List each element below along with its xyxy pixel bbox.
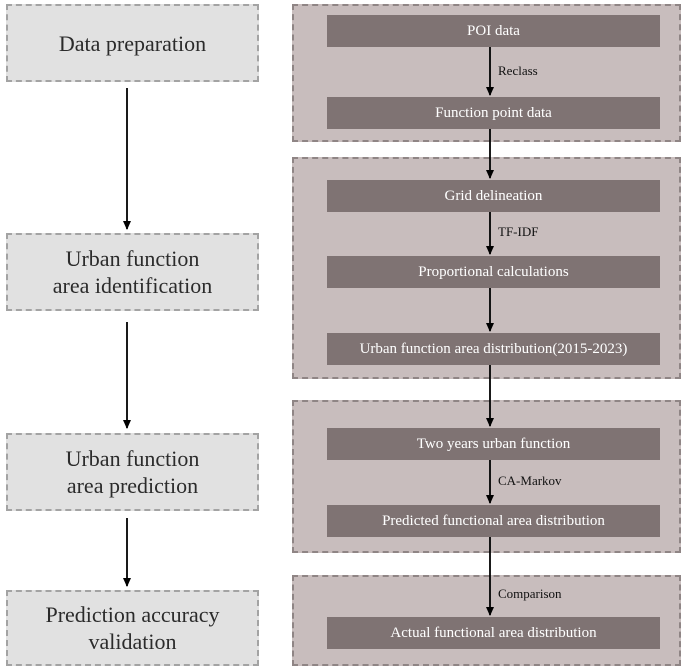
step-poi-data: POI data [327, 15, 660, 47]
stage-label: Data preparation [58, 30, 207, 56]
stage-data-preparation: Data preparation [6, 4, 259, 82]
stage-label-line-1: Urban function [65, 246, 200, 271]
stage-label-line-2: validation [88, 629, 177, 654]
step-proportional-calculations: Proportional calculations [327, 256, 660, 288]
stage-urban-function-area-identification: Urban function area identification [6, 233, 259, 311]
step-grid-delineation: Grid delineation [327, 180, 660, 212]
stage-label-line-2: area prediction [66, 473, 199, 498]
edge-label-tf-idf: TF-IDF [498, 224, 539, 239]
step-actual-functional-area-distribution: Actual functional area distribution [327, 617, 660, 649]
stage-label-line-2: area identification [52, 273, 213, 298]
edge-label-ca-markov: CA-Markov [498, 473, 562, 488]
step-urban-function-area-distribution: Urban function area distribution(2015-20… [327, 333, 660, 365]
stage-prediction-accuracy-validation: Prediction accuracy validation [6, 590, 259, 666]
stage-urban-function-area-prediction: Urban function area prediction [6, 433, 259, 511]
stage-label-line-1: Prediction accuracy [45, 602, 220, 627]
step-two-years-urban-function: Two years urban function [327, 428, 660, 460]
step-function-point-data: Function point data [327, 97, 660, 129]
step-predicted-functional-area-distribution: Predicted functional area distribution [327, 505, 660, 537]
edge-label-reclass: Reclass [498, 63, 538, 78]
edge-label-comparison: Comparison [498, 586, 562, 601]
stage-label-line-1: Urban function [65, 446, 200, 471]
